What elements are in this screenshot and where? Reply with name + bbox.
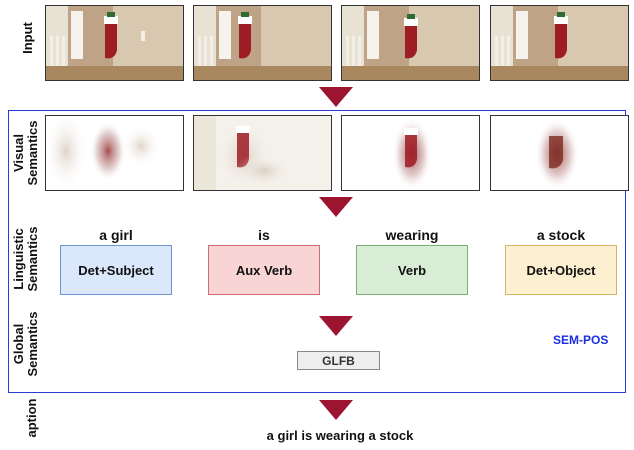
input-frame-4-image xyxy=(491,6,628,80)
attention-map-4 xyxy=(491,116,628,190)
visual-semantics-frame-2 xyxy=(193,115,332,191)
word-a-stock: a stock xyxy=(536,227,586,243)
word-wearing: wearing xyxy=(385,227,439,243)
attention-map-2 xyxy=(194,116,331,190)
pos-tag-det-subject: Det+Subject xyxy=(60,245,172,295)
pos-tag-aux-verb: Aux Verb xyxy=(208,245,320,295)
flow-arrow-2 xyxy=(319,197,353,217)
pos-tag-det-object: Det+Object xyxy=(505,245,617,295)
input-frame-1-image xyxy=(46,6,183,80)
generated-caption: a girl is wearing a stock xyxy=(266,428,414,443)
input-frame-2-image xyxy=(194,6,331,80)
sem-pos-box xyxy=(8,110,626,393)
flow-arrow-4 xyxy=(319,400,353,420)
input-frame-4 xyxy=(490,5,629,81)
word-a-girl: a girl xyxy=(99,227,133,243)
visual-semantics-frame-4 xyxy=(490,115,629,191)
input-frame-3-image xyxy=(342,6,479,80)
row-label-input: Input xyxy=(20,22,35,54)
row-label-caption: aption xyxy=(24,398,39,438)
input-frame-1 xyxy=(45,5,184,81)
flow-arrow-1 xyxy=(319,87,353,107)
pos-tag-verb: Verb xyxy=(356,245,468,295)
attention-map-1 xyxy=(46,116,183,190)
input-frame-2 xyxy=(193,5,332,81)
flow-arrow-3 xyxy=(319,316,353,336)
visual-semantics-frame-3 xyxy=(341,115,480,191)
word-is: is xyxy=(258,227,270,243)
glfb-module: GLFB xyxy=(297,351,380,370)
input-frame-3 xyxy=(341,5,480,81)
attention-map-3 xyxy=(342,116,479,190)
visual-semantics-frame-1 xyxy=(45,115,184,191)
sem-pos-label: SEM-POS xyxy=(553,333,609,347)
